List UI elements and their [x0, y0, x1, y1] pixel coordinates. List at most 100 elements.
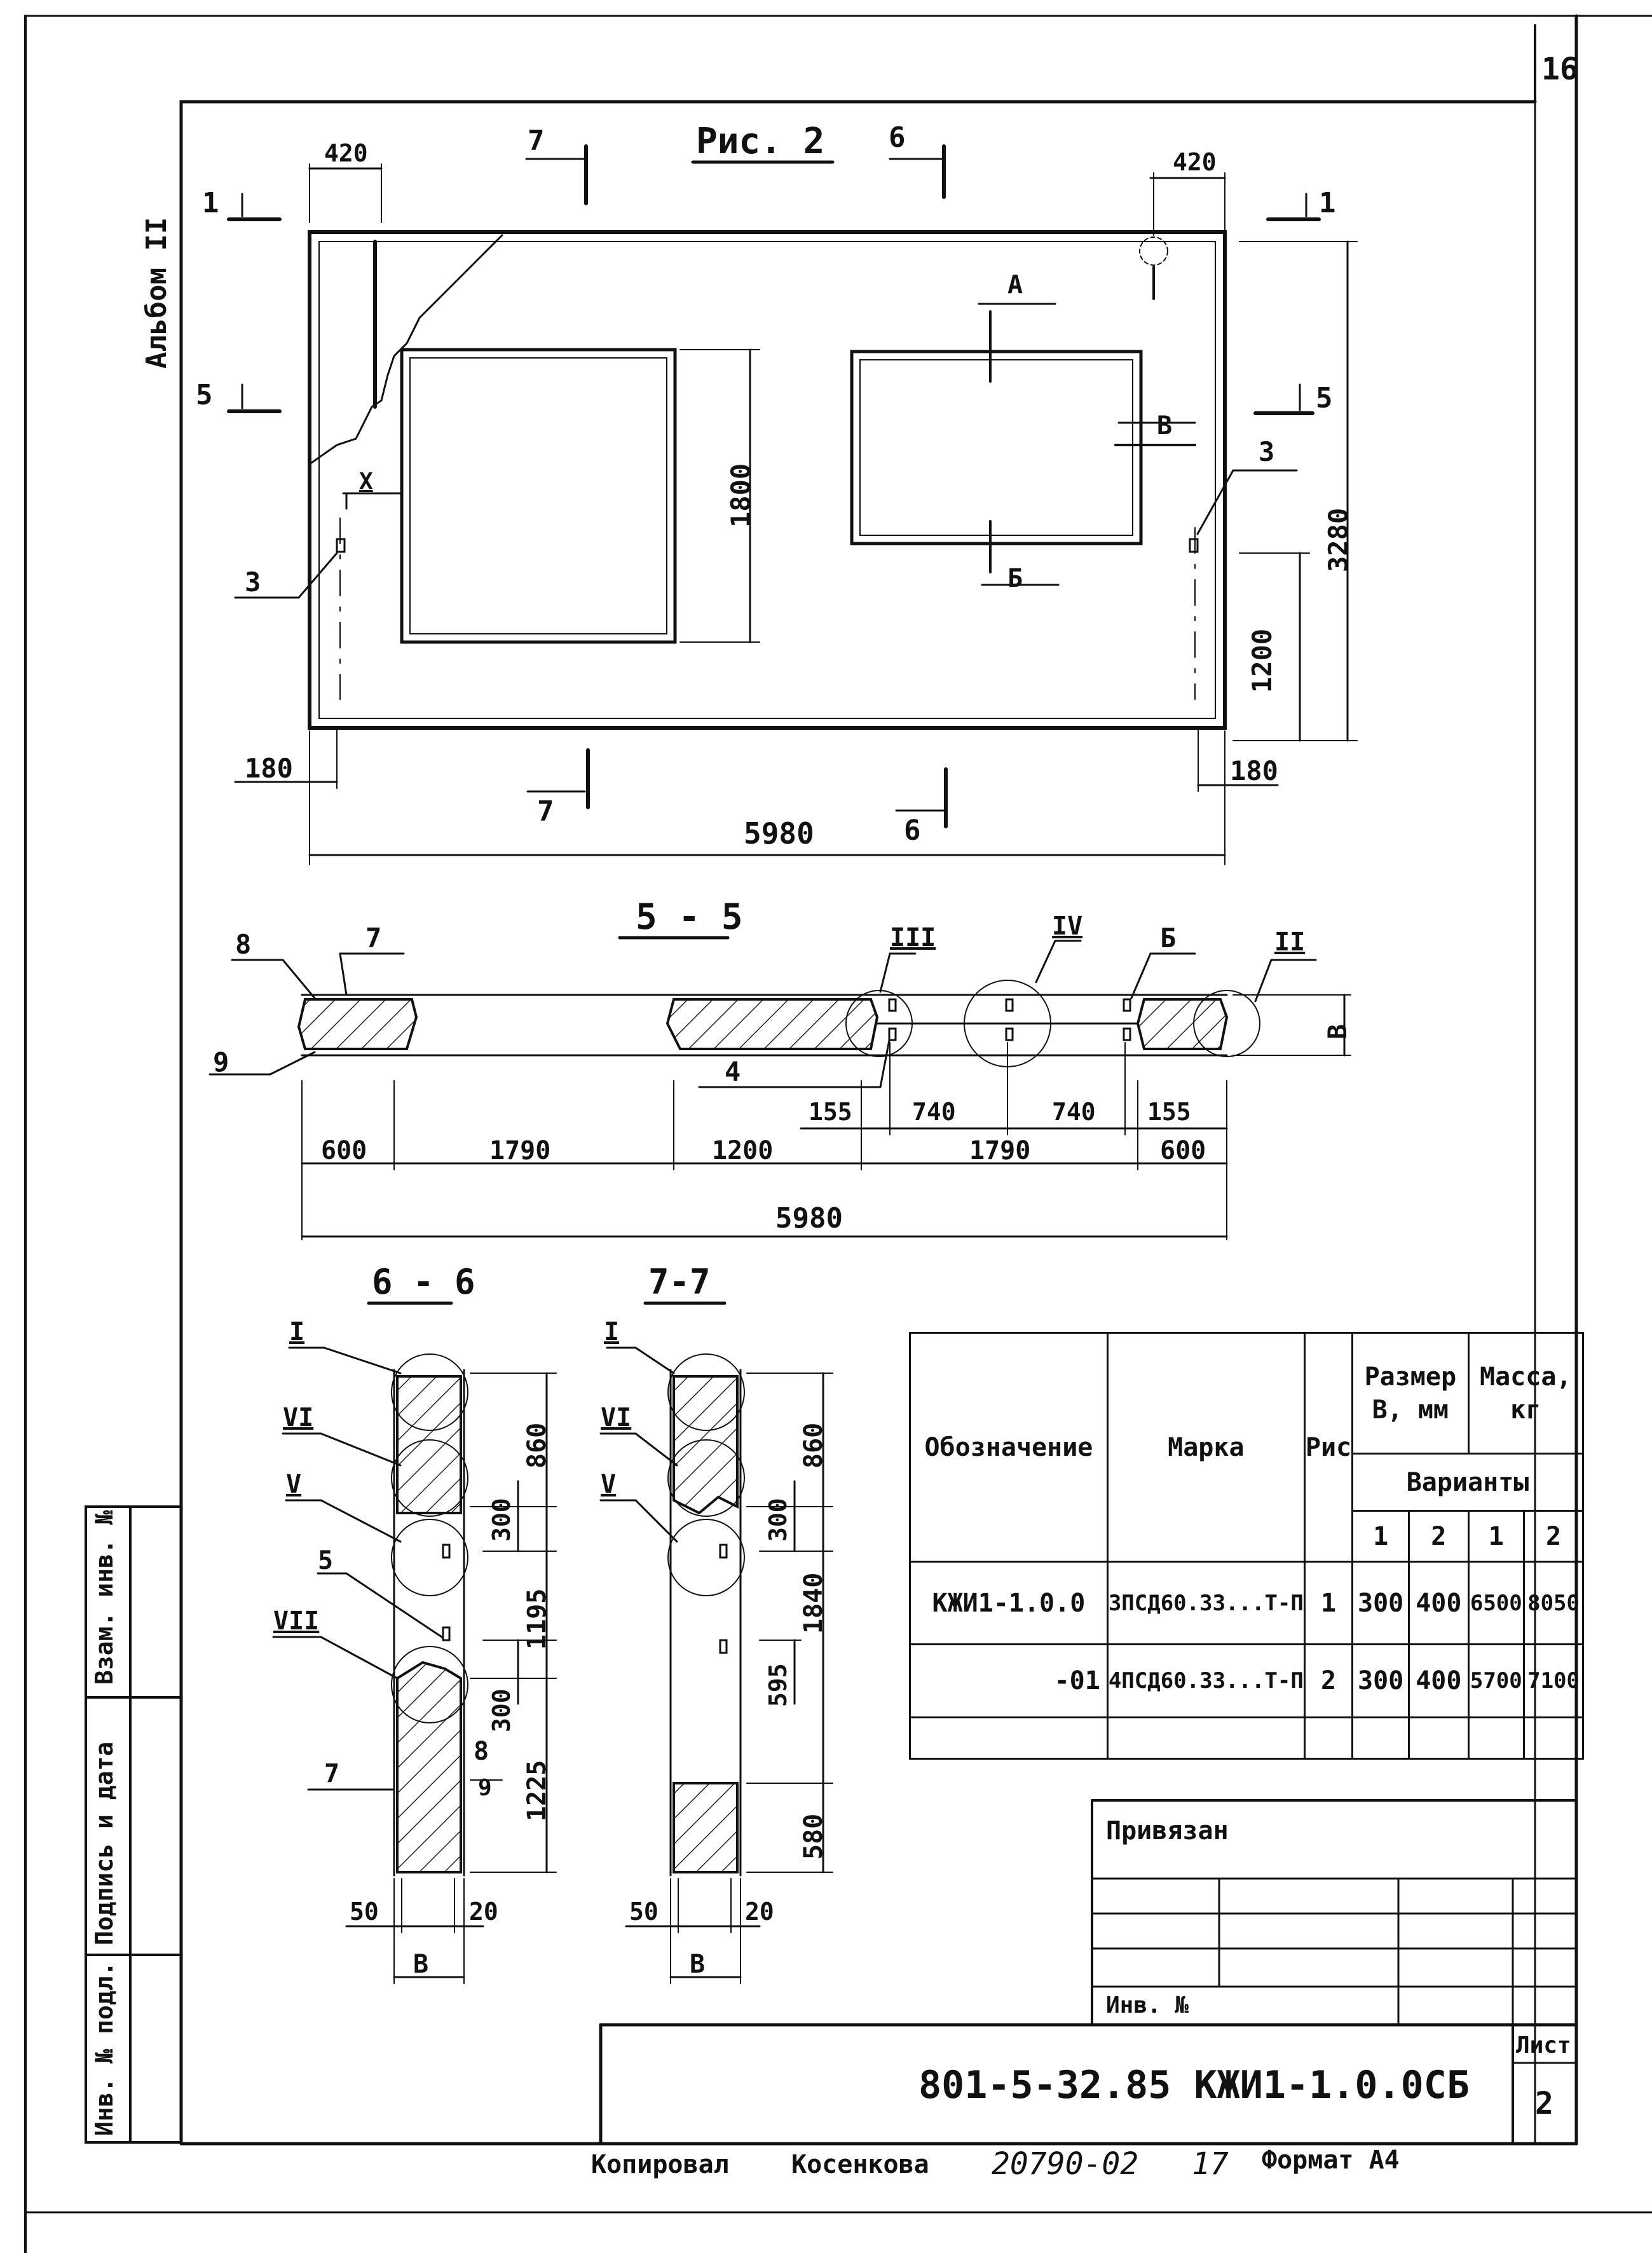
- col-header-variants: Варианты: [1351, 1453, 1584, 1512]
- row-m2: 7100: [1523, 1643, 1584, 1718]
- sheet-number: 2: [1535, 2086, 1553, 2121]
- dim-600a: 600: [321, 1136, 367, 1165]
- callout-4: 4: [725, 1056, 741, 1087]
- s77-detail-I: I: [604, 1317, 620, 1346]
- callout-9: 9: [213, 1046, 229, 1078]
- s77-dim-1840: 1840: [799, 1572, 828, 1634]
- privyazan-label: Привязан: [1106, 1816, 1229, 1846]
- callout-8: 8: [235, 929, 252, 960]
- footer-copied: Копировал: [591, 2150, 729, 2179]
- s66-detail-VII: VII: [273, 1606, 320, 1636]
- s66-dim-300a: 300: [488, 1498, 515, 1542]
- plan-label-X: Х: [359, 469, 373, 495]
- plan-dim-5980: 5980: [744, 816, 814, 851]
- row-brand: 4ПСД60.33...Т-П: [1106, 1643, 1306, 1718]
- plan-dim-420-left: 420: [324, 139, 368, 167]
- row-fig: 1: [1303, 1561, 1354, 1645]
- spec-table: Обозначение Марка Рис Размер В, мм Масса…: [909, 1332, 1585, 1760]
- section-77-title: 7-7: [648, 1262, 711, 1302]
- s77-dim-595: 595: [764, 1663, 792, 1707]
- section-55-title: 5 - 5: [636, 896, 743, 938]
- sheet-number-top: 16: [1541, 51, 1578, 87]
- row-brand: 3ПСД60.33...Т-П: [1106, 1561, 1306, 1645]
- section-mark-5-left: 5: [196, 379, 213, 411]
- dim-155a: 155: [809, 1098, 852, 1126]
- s66-detail-I: I: [289, 1317, 305, 1346]
- section-mark-6-top: 6: [889, 121, 906, 154]
- s77-detail-V: V: [601, 1470, 617, 1499]
- part-3-left: 3: [245, 566, 261, 598]
- dim-155b: 155: [1147, 1098, 1191, 1126]
- col-header-size: Размер В, мм: [1351, 1332, 1470, 1455]
- s66-dim-50: 50: [350, 1898, 379, 1926]
- detail-II: II: [1274, 928, 1306, 957]
- col-header-designation: Обозначение: [909, 1332, 1109, 1563]
- plan-label-A: А: [1007, 270, 1023, 299]
- callout-B: Б: [1160, 922, 1177, 954]
- plan-label-Bsmall: Б: [1007, 564, 1023, 593]
- plan-dim-1200: 1200: [1246, 628, 1278, 693]
- s66-dim-1195: 1195: [522, 1588, 552, 1650]
- row-b2: 400: [1408, 1561, 1470, 1645]
- footer-num: 17: [1192, 2146, 1229, 2182]
- s77-dim-20: 20: [745, 1898, 774, 1926]
- section-mark-1-left: 1: [202, 187, 219, 219]
- s66-callout-9: 9: [478, 1775, 492, 1801]
- variant-mass-1: 1: [1467, 1510, 1526, 1563]
- row-designation: -01: [909, 1643, 1109, 1718]
- dim-5980-section55: 5980: [775, 1202, 843, 1235]
- section-mark-5-right: 5: [1316, 382, 1333, 414]
- figure-title: Рис. 2: [696, 121, 825, 162]
- s66-dim-B: В: [413, 1950, 429, 1979]
- s77-dim-580: 580: [799, 1813, 828, 1859]
- dim-B-section55: В: [1323, 1024, 1353, 1039]
- row-b2: 400: [1408, 1643, 1470, 1718]
- section-mark-1-right: 1: [1319, 187, 1336, 219]
- footer-format: Формат А4: [1262, 2146, 1400, 2175]
- row-m1: 5700: [1467, 1643, 1526, 1718]
- stamp-podpis: Подпись и дата: [90, 1741, 118, 1945]
- document-code: 801-5-32.85 КЖИ1-1.0.0СБ: [918, 2063, 1470, 2107]
- row-b1: 300: [1351, 1643, 1410, 1718]
- album-label: Альбом II: [140, 217, 173, 369]
- s66-dim-20: 20: [469, 1898, 498, 1926]
- dim-1790b: 1790: [969, 1136, 1031, 1165]
- table-row: КЖИ1-1.0.0 3ПСД60.33...Т-П 1 300 400 650…: [909, 1561, 1584, 1645]
- footer-name: Косенкова: [791, 2150, 929, 2179]
- s77-detail-VI: VI: [601, 1403, 632, 1432]
- callout-7: 7: [365, 922, 382, 954]
- row-b1: 300: [1351, 1561, 1410, 1645]
- variant-size-1: 1: [1351, 1510, 1410, 1563]
- col-header-brand: Марка: [1106, 1332, 1306, 1563]
- dim-1200: 1200: [712, 1136, 774, 1165]
- dim-1790a: 1790: [489, 1136, 551, 1165]
- footer-code: 20790-02: [992, 2146, 1139, 2182]
- s77-dim-300: 300: [764, 1498, 792, 1542]
- s66-dim-300b: 300: [488, 1688, 515, 1732]
- s66-dim-860: 860: [522, 1422, 552, 1469]
- variant-mass-2: 2: [1523, 1510, 1584, 1563]
- s77-dim-860: 860: [799, 1422, 828, 1469]
- s66-callout-5: 5: [318, 1546, 334, 1575]
- s66-detail-VI: VI: [283, 1403, 314, 1432]
- variant-size-2: 2: [1408, 1510, 1470, 1563]
- plan-dim-180-left: 180: [245, 753, 293, 784]
- plan-dim-180-right: 180: [1230, 755, 1278, 786]
- dim-740a: 740: [912, 1098, 956, 1126]
- stamp-vzam: Взам. инв. №: [90, 1510, 118, 1685]
- s77-dim-50: 50: [629, 1898, 659, 1926]
- row-fig: 2: [1303, 1643, 1354, 1718]
- s66-callout-7: 7: [324, 1759, 340, 1788]
- s66-dim-1225: 1225: [522, 1760, 552, 1821]
- row-m2: 8050: [1523, 1561, 1584, 1645]
- section-66-title: 6 - 6: [372, 1262, 475, 1302]
- section-mark-6-bottom: 6: [904, 814, 921, 847]
- s66-detail-V: V: [286, 1470, 302, 1499]
- plan-dim-1800: 1800: [725, 463, 756, 528]
- sheet-label: Лист: [1516, 2032, 1571, 2058]
- plan-dim-420-right: 420: [1173, 148, 1217, 176]
- s77-dim-B: В: [690, 1950, 706, 1979]
- stamp-inv-podl: Инв. № подл.: [90, 1961, 118, 2136]
- plan-label-B: В: [1157, 411, 1173, 441]
